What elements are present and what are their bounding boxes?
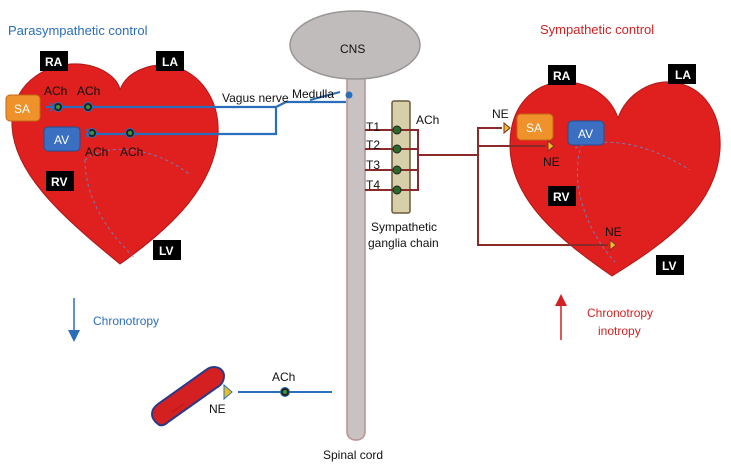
- right-av-node: AV: [567, 120, 605, 146]
- spinal-cord: [346, 59, 366, 441]
- ach-label: ACh: [85, 145, 108, 159]
- left-rv-label: RV: [46, 171, 74, 191]
- cns: [289, 10, 421, 80]
- sym-effect-line1: Chronotropy: [587, 306, 653, 320]
- right-la-label: LA: [668, 64, 696, 84]
- svg-text:RV: RV: [553, 190, 569, 204]
- ne-terminals: [503, 121, 617, 252]
- segment-t1: T1: [366, 120, 380, 134]
- svg-text:LA: LA: [675, 68, 691, 82]
- segment-t3: T3: [366, 158, 380, 172]
- blood-vessel: [151, 366, 226, 427]
- ganglion-dots: [392, 125, 402, 195]
- segment-t2: T2: [366, 138, 380, 152]
- ganglia-label-line1: Sympathetic: [371, 220, 437, 234]
- ne-label: NE: [605, 225, 622, 239]
- svg-text:RA: RA: [553, 69, 571, 83]
- svg-text:LV: LV: [662, 259, 676, 273]
- ach-label: ACh: [77, 84, 100, 98]
- vagus-lower-line: [86, 108, 278, 136]
- left-synapse-1: [49, 102, 63, 112]
- vessel-ne-label: NE: [209, 402, 226, 416]
- right-lv-label: LV: [656, 255, 684, 275]
- medulla-pointer: [309, 91, 341, 101]
- svg-text:RV: RV: [51, 175, 67, 189]
- left-sa-node: SA: [5, 94, 41, 122]
- left-ra-label: RA: [40, 51, 68, 71]
- ganglia-ach-label: ACh: [416, 113, 439, 127]
- right-rv-label: RV: [548, 186, 576, 206]
- svg-text:RA: RA: [45, 55, 63, 69]
- sympathetic-fibers: [477, 127, 608, 246]
- left-heart: [11, 63, 219, 265]
- vessel-ne-terminal: [223, 383, 233, 401]
- vessel-ach-label: ACh: [272, 370, 295, 384]
- ach-label: ACh: [44, 84, 67, 98]
- right-sa-node: SA: [516, 113, 554, 141]
- left-av-node: AV: [43, 126, 81, 152]
- left-synapse-3: [85, 128, 97, 138]
- vessel-crease: [171, 403, 185, 413]
- svg-text:LV: LV: [159, 244, 173, 258]
- sym-effect-line2: inotropy: [598, 324, 641, 338]
- vagus-upper-line: [46, 100, 346, 109]
- ganglia-fibers: [365, 129, 478, 191]
- medulla-label: Medulla: [292, 87, 334, 101]
- medulla-dot: [345, 91, 353, 99]
- right-heart-septum: [576, 149, 616, 263]
- left-lv-label: LV: [153, 240, 181, 260]
- left-la-label: LA: [156, 51, 184, 71]
- svg-text:SA: SA: [526, 121, 542, 135]
- segment-t4: T4: [366, 178, 380, 192]
- ganglia-label-line2: ganglia chain: [368, 236, 439, 250]
- spinal-cord-label: Spinal cord: [323, 448, 383, 462]
- left-synapse-2: [83, 102, 93, 112]
- ganglia-chain: [391, 100, 411, 214]
- right-heart: [509, 81, 721, 277]
- left-heart-septum: [84, 159, 136, 259]
- svg-text:SA: SA: [14, 102, 30, 116]
- right-ra-label: RA: [548, 65, 576, 85]
- svg-text:AV: AV: [578, 127, 593, 141]
- ne-label: NE: [543, 155, 560, 169]
- svg-text:LA: LA: [162, 55, 178, 69]
- svg-text:AV: AV: [54, 133, 69, 147]
- parasympathetic-title: Parasympathetic control: [8, 23, 148, 38]
- ne-label: NE: [492, 107, 509, 121]
- para-effect-label: Chronotropy: [93, 314, 159, 328]
- sympathetic-title: Sympathetic control: [540, 22, 654, 37]
- cns-label: CNS: [340, 42, 365, 56]
- vessel-synapse-core: [283, 390, 287, 394]
- left-synapse-4: [125, 128, 135, 138]
- vagus-nerve-label: Vagus nerve: [222, 91, 289, 105]
- ach-label: ACh: [120, 145, 143, 159]
